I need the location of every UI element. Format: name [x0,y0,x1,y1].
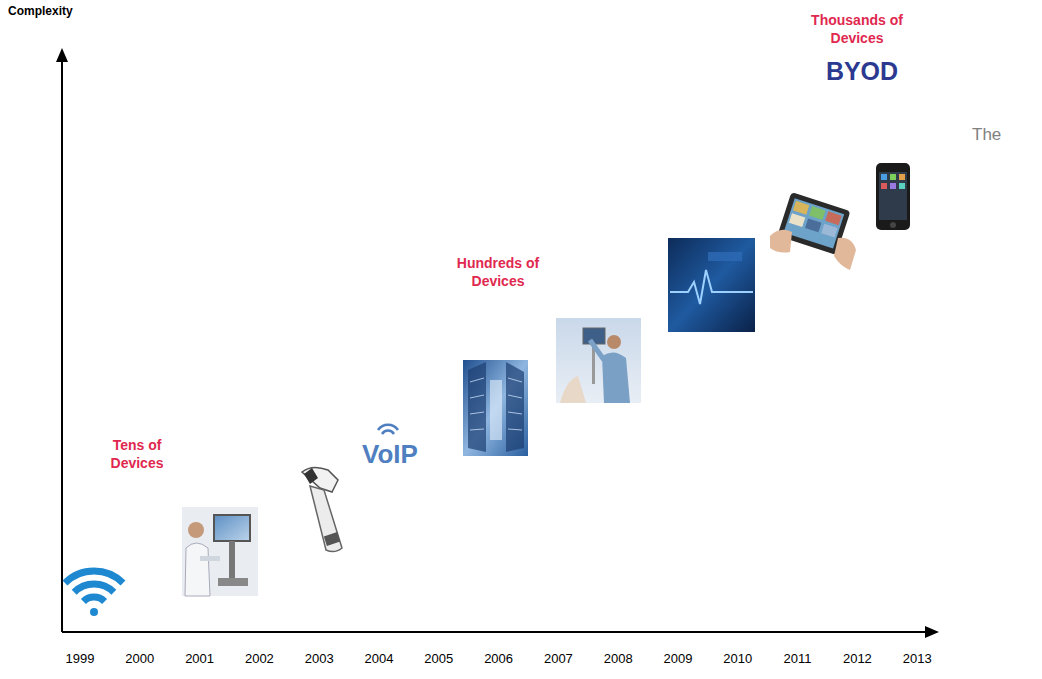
voip-logo: VoIP [362,440,444,469]
year-tick-label: 2000 [114,651,166,667]
axis-arrowhead [925,626,939,638]
alert-screen-photo [668,238,755,332]
nurse-photo [556,318,641,403]
year-tick-label: 2010 [712,651,764,667]
voip-signal [378,425,398,434]
year-tick-label: 2006 [473,651,525,667]
year-tick-label: 2007 [532,651,584,667]
year-tick-label: 2002 [233,651,285,667]
year-tick-label: 2009 [652,651,704,667]
year-tick-label: 2001 [174,651,226,667]
year-tick-label: 2004 [353,651,405,667]
year-tick-label: 2008 [592,651,644,667]
axes [62,58,928,632]
scale-label: Hundreds of Devices [448,255,548,290]
year-tick-label: 2003 [293,651,345,667]
server-room-photo [463,360,528,456]
barcode-scanner [302,467,342,551]
scale-label: Thousands of Devices [800,12,914,47]
year-tick-label: 2013 [891,651,943,667]
year-tick-label: 1999 [54,651,106,667]
byod-heading: BYOD [812,58,912,86]
scale-label: Tens of Devices [97,437,177,472]
smartphone [876,163,910,230]
year-tick-label: 2011 [772,651,824,667]
axis-title: Complexity [8,4,118,19]
year-tick-label: 2012 [831,651,883,667]
tablet-photo [768,183,858,277]
year-tick-label: 2005 [413,651,465,667]
axis-arrowhead [56,48,68,62]
wifi-icon [65,571,123,616]
cut-off-text: The [972,124,1032,145]
workstation-photo [182,507,258,596]
